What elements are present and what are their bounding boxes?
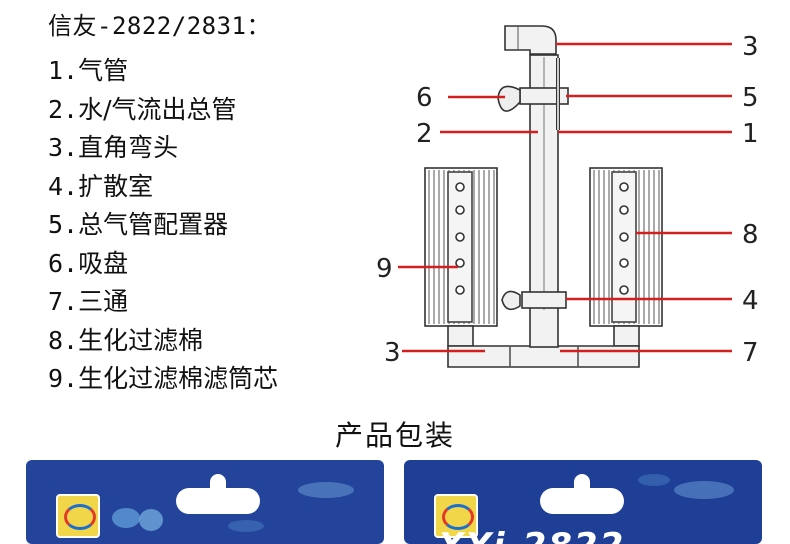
upper-suction-cup <box>497 85 521 112</box>
callout-3-bottom: 3 <box>384 338 401 368</box>
parts-list-item: 5.总气管配置器 <box>48 206 278 245</box>
part-number: 7. <box>48 287 79 316</box>
parts-list-item: 1.气管 <box>48 52 278 91</box>
part-label: 水/气流出总管 <box>78 94 237 124</box>
brand-logo-icon <box>434 494 478 538</box>
callout-1: 1 <box>742 119 759 149</box>
parts-list-item: 9.生化过滤棉滤筒芯 <box>48 360 278 399</box>
page-title: 信友-2822/2831： <box>48 12 271 40</box>
diffusion-chamber <box>521 291 567 309</box>
callout-3-top: 3 <box>742 32 759 62</box>
callout-9: 9 <box>376 254 393 284</box>
tee-pipe <box>447 345 640 368</box>
elbow-fitting <box>504 25 557 55</box>
part-label: 扩散室 <box>78 171 154 201</box>
parts-list: 1.气管 2.水/气流出总管 3.直角弯头 4.扩散室 5.总气管配置器 6.吸… <box>48 52 278 399</box>
fish-background <box>638 474 734 499</box>
part-number: 6. <box>48 248 79 278</box>
parts-list-item: 8.生化过滤棉 <box>48 322 278 361</box>
part-label: 三通 <box>78 287 129 316</box>
parts-list-item: 6.吸盘 <box>48 245 278 284</box>
lower-suction-cup <box>501 290 521 311</box>
part-number: 3. <box>48 133 79 162</box>
part-label: 直角弯头 <box>78 133 179 162</box>
callout-5: 5 <box>742 83 759 113</box>
left-sponge <box>424 167 498 327</box>
part-label: 气管 <box>78 56 129 85</box>
packaging-heading: 产品包装 <box>334 419 455 452</box>
parts-list-item: 3.直角弯头 <box>48 129 278 168</box>
package-photo-right: XYi-2822 <box>404 460 762 544</box>
callout-8: 8 <box>742 220 759 250</box>
package-model-text: XYi-2822 <box>438 526 625 544</box>
part-number: 1. <box>48 56 79 85</box>
part-number: 8. <box>48 325 79 355</box>
part-number: 9. <box>48 364 79 393</box>
parts-list-item: 4.扩散室 <box>48 168 278 207</box>
callout-6: 6 <box>416 83 433 113</box>
right-connector <box>613 325 640 347</box>
part-label: 生化过滤棉 <box>78 325 204 355</box>
fish-background <box>112 482 354 532</box>
parts-list-item: 2.水/气流出总管 <box>48 91 278 130</box>
part-label: 生化过滤棉滤筒芯 <box>78 364 279 393</box>
part-label: 总气管配置器 <box>78 210 229 239</box>
air-distributor <box>519 87 569 105</box>
leader-lines <box>398 42 732 353</box>
left-connector <box>447 325 474 347</box>
callout-2: 2 <box>416 119 433 149</box>
part-number: 2. <box>48 94 79 124</box>
callout-4: 4 <box>742 286 759 316</box>
part-number: 4. <box>48 171 79 201</box>
callout-labels: 3 6 5 2 1 8 9 4 3 7 <box>376 32 759 368</box>
right-sponge <box>589 167 663 327</box>
brand-logo-icon <box>56 494 100 538</box>
left-core-holes <box>455 182 465 295</box>
parts-list-item: 7.三通 <box>48 283 278 322</box>
right-core-holes <box>619 182 629 295</box>
filter-assembly <box>424 25 663 368</box>
callout-7: 7 <box>742 338 759 368</box>
package-photo-left <box>26 460 384 544</box>
hang-hole <box>176 474 260 514</box>
hang-hole <box>540 474 624 514</box>
part-label: 吸盘 <box>78 248 129 278</box>
part-number: 5. <box>48 210 79 239</box>
filter-diagram: 3 6 5 2 1 8 9 4 3 7 <box>376 25 759 368</box>
